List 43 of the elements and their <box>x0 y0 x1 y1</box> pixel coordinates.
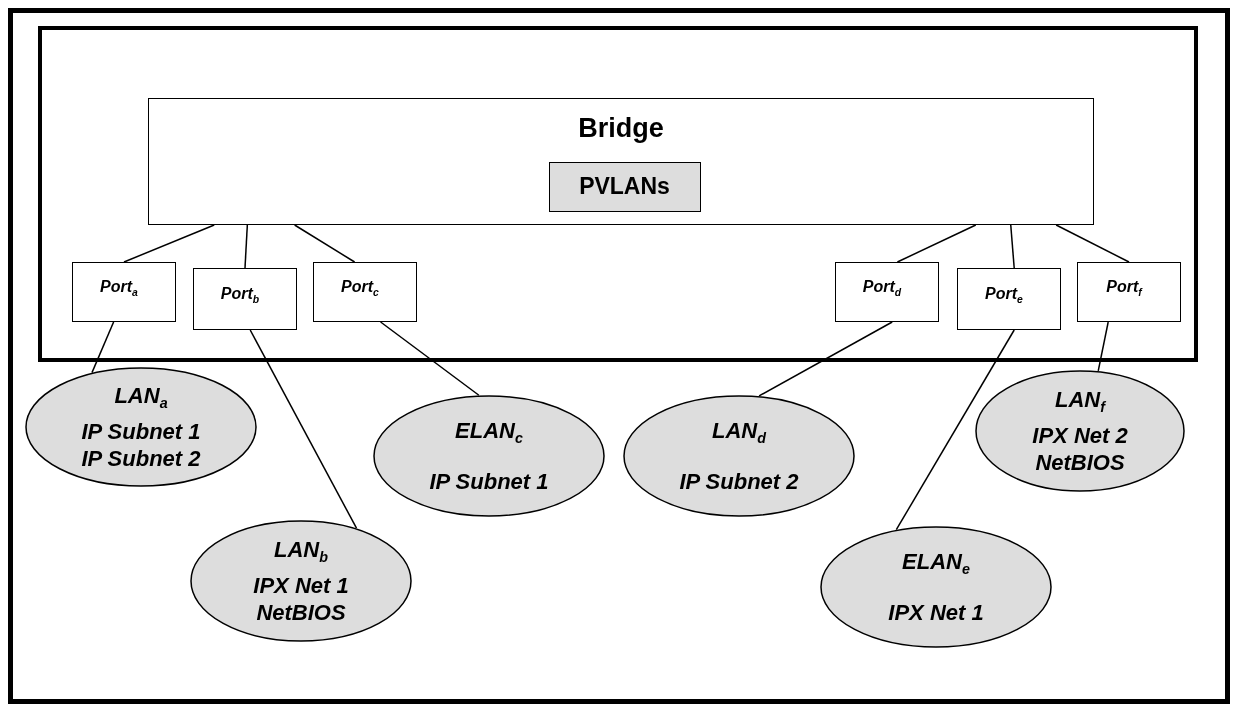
connector-line <box>1010 224 1015 269</box>
connector-line <box>896 224 977 263</box>
network-name: ELAN$_{e}$ <box>902 547 970 580</box>
connector-line <box>249 329 358 529</box>
port-label: Port$_{d}$ <box>862 277 902 299</box>
port-box <box>193 268 297 330</box>
port-label: Port$_{e}$ <box>985 284 1023 306</box>
port-box <box>835 262 939 322</box>
protocol-label: IP Subnet 2 <box>81 444 201 472</box>
bridge-box <box>148 98 1094 225</box>
port-box <box>1077 262 1181 322</box>
port-box <box>313 262 417 322</box>
port-label: Port$_{c}$ <box>341 277 379 299</box>
protocol-label: IPX Net 1 <box>253 571 349 599</box>
network-name: LAN$_{f}$ <box>1055 386 1105 418</box>
protocol-label: NetBIOS <box>1035 448 1125 476</box>
connector-line <box>758 321 893 397</box>
protocol-label: IP Subnet 2 <box>679 468 799 496</box>
connector-line <box>895 329 1015 531</box>
protocol-label: IPX Net 2 <box>1032 421 1128 449</box>
connector-line <box>1055 224 1130 263</box>
port-label: Port$_{b}$ <box>220 284 260 306</box>
box-title: Bridge <box>578 113 664 144</box>
connector-line <box>123 224 215 263</box>
box-title: PVLANs <box>579 173 670 200</box>
connector-line <box>379 321 480 396</box>
network-name: ELAN$_{c}$ <box>455 416 523 449</box>
protocol-label: IPX Net 1 <box>888 599 984 627</box>
pvlan-box <box>548 161 701 212</box>
protocol-label: NetBIOS <box>256 598 346 626</box>
network-name: LAN$_{d}$ <box>712 416 766 449</box>
network-name: LAN$_{b}$ <box>274 536 328 568</box>
port-label: Port$_{f}$ <box>1106 277 1142 299</box>
switch-box <box>38 26 1198 362</box>
protocol-label: IP Subnet 1 <box>429 468 549 496</box>
port-box <box>72 262 176 322</box>
connector-line <box>293 224 356 263</box>
connector-line <box>244 224 249 269</box>
protocol-label: IP Subnet 1 <box>81 417 201 445</box>
network-name: LAN$_{a}$ <box>114 382 168 414</box>
port-box <box>957 268 1061 330</box>
port-label: Port$_{a}$ <box>100 277 138 299</box>
connector-line <box>1097 321 1109 372</box>
